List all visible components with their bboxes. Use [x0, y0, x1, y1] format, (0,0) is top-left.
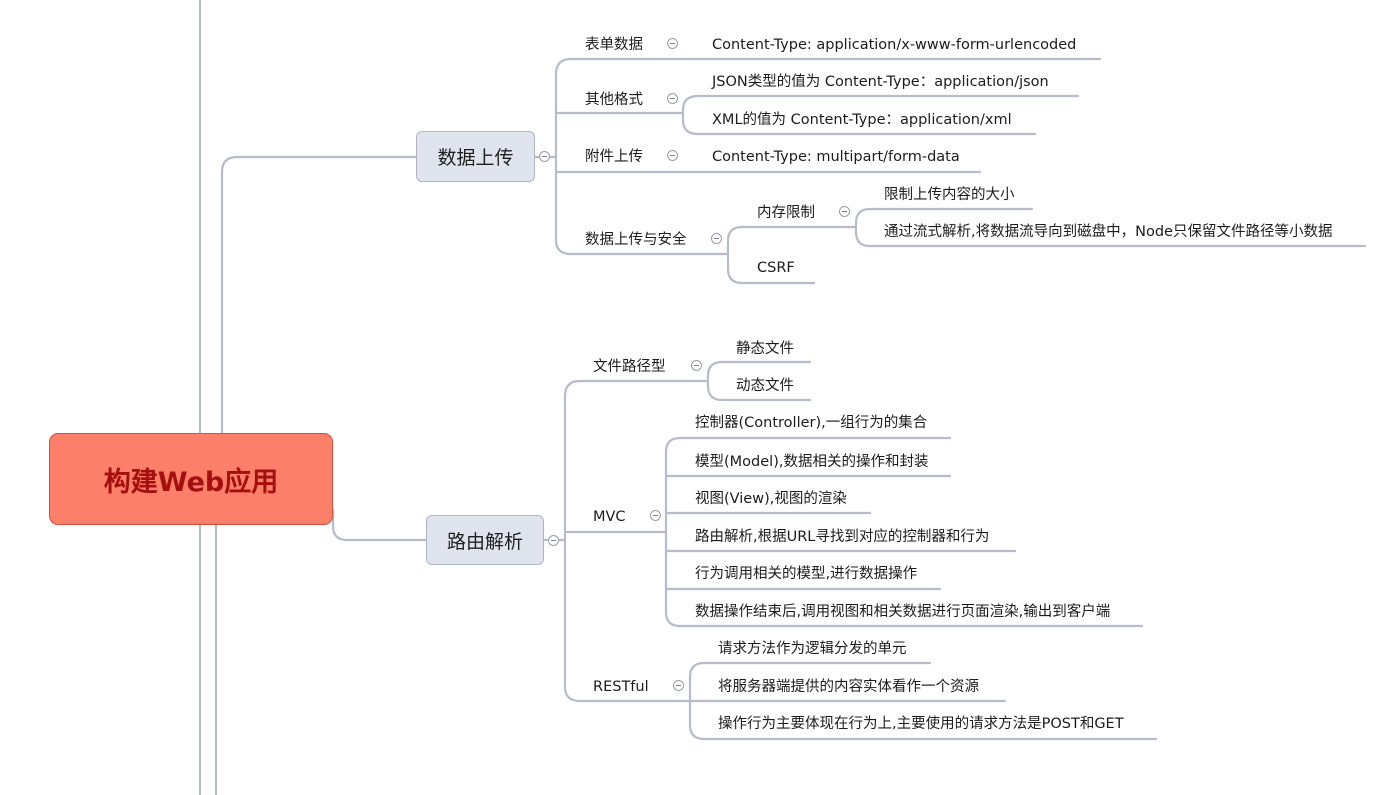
collapse-icon[interactable] [650, 510, 661, 521]
topic-mvc[interactable]: MVC [593, 509, 626, 525]
collapse-icon[interactable] [667, 150, 678, 161]
collapse-icon[interactable] [667, 93, 678, 104]
leaf-xml-content-type[interactable]: XML的值为 Content-Type：application/xml [712, 112, 1012, 128]
collapse-icon[interactable] [839, 206, 850, 217]
topic-other-formats[interactable]: 其他格式 [585, 92, 643, 108]
leaf-mvc-render-output[interactable]: 数据操作结束后,调用视图和相关数据进行页面渲染,输出到客户端 [695, 604, 1111, 620]
leaf-limit-upload-size[interactable]: 限制上传内容的大小 [884, 187, 1015, 203]
collapse-icon[interactable] [667, 38, 678, 49]
leaf-json-content-type[interactable]: JSON类型的值为 Content-Type：application/json [712, 74, 1049, 90]
topic-restful[interactable]: RESTful [593, 679, 649, 695]
leaf-mvc-route-parse[interactable]: 路由解析,根据URL寻找到对应的控制器和行为 [695, 529, 990, 545]
collapse-icon[interactable] [548, 535, 559, 546]
collapse-icon[interactable] [711, 233, 722, 244]
collapse-icon[interactable] [539, 151, 550, 162]
leaf-stream-parsing[interactable]: 通过流式解析,将数据流导向到磁盘中，Node只保留文件路径等小数据 [884, 224, 1333, 240]
branch-data-upload[interactable]: 数据上传 [416, 131, 535, 182]
topic-memory-limit[interactable]: 内存限制 [757, 205, 815, 221]
leaf-form-content-type[interactable]: Content-Type: application/x-www-form-url… [712, 37, 1077, 53]
leaf-restful-method-dispatch[interactable]: 请求方法作为逻辑分发的单元 [718, 641, 907, 657]
topic-file-path[interactable]: 文件路径型 [593, 359, 666, 375]
leaf-dynamic-file[interactable]: 动态文件 [736, 378, 794, 394]
leaf-static-file[interactable]: 静态文件 [736, 341, 794, 357]
leaf-mvc-model[interactable]: 模型(Model),数据相关的操作和封装 [695, 454, 929, 470]
topic-attachment-upload[interactable]: 附件上传 [585, 149, 643, 165]
leaf-mvc-controller[interactable]: 控制器(Controller),一组行为的集合 [695, 415, 928, 431]
leaf-mvc-view[interactable]: 视图(View),视图的渲染 [695, 491, 847, 507]
topic-upload-security[interactable]: 数据上传与安全 [585, 232, 687, 248]
leaf-restful-resource[interactable]: 将服务器端提供的内容实体看作一个资源 [718, 679, 979, 695]
branch-routing-label: 路由解析 [446, 530, 523, 553]
collapse-icon[interactable] [691, 360, 702, 371]
branch-routing[interactable]: 路由解析 [426, 515, 544, 565]
root-node[interactable]: 构建Web应用 [49, 433, 333, 525]
leaf-mvc-action-model[interactable]: 行为调用相关的模型,进行数据操作 [695, 566, 918, 582]
branch-data-upload-label: 数据上传 [437, 147, 514, 169]
topic-form-data[interactable]: 表单数据 [585, 37, 643, 53]
root-label: 构建Web应用 [103, 466, 279, 498]
leaf-csrf[interactable]: CSRF [757, 260, 795, 276]
leaf-restful-post-get[interactable]: 操作行为主要体现在行为上,主要使用的请求方法是POST和GET [718, 716, 1124, 732]
collapse-icon[interactable] [673, 680, 684, 691]
leaf-multipart-content-type[interactable]: Content-Type: multipart/form-data [712, 149, 960, 165]
